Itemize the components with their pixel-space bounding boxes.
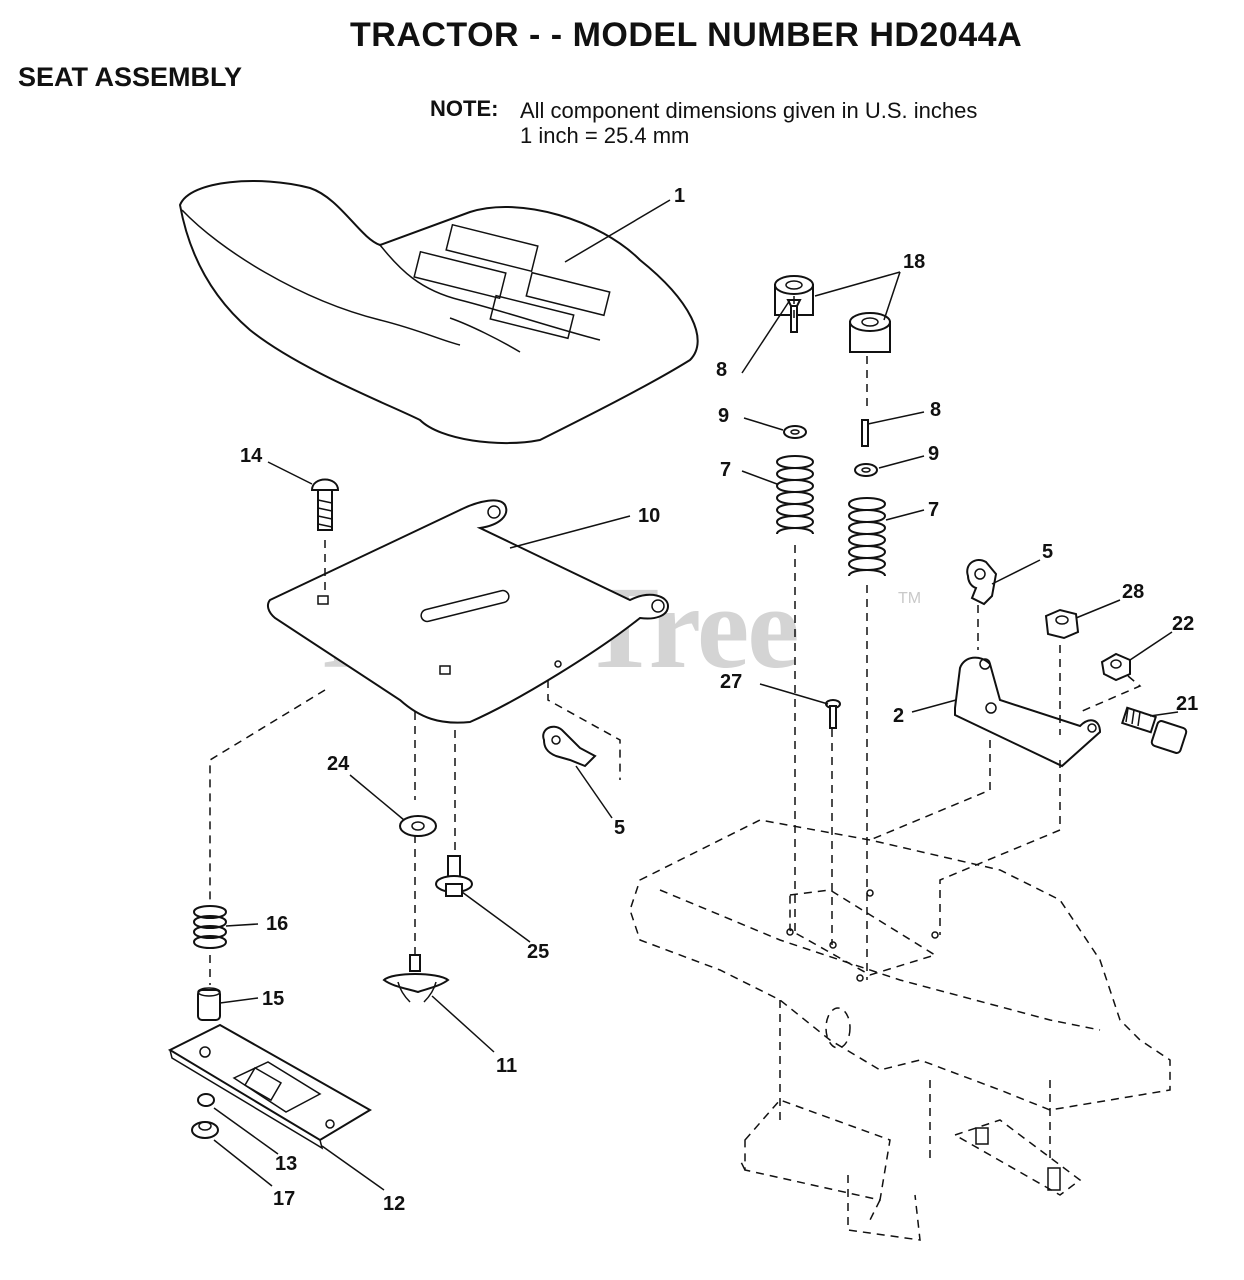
callout-17: 17 xyxy=(273,1188,295,1210)
callout-5-right: 5 xyxy=(1042,541,1053,563)
callout-14: 14 xyxy=(240,445,263,467)
part-nut[interactable] xyxy=(197,1093,215,1107)
part-knob[interactable] xyxy=(382,954,450,1003)
diagram-title: TRACTOR - - MODEL NUMBER HD2044A xyxy=(350,16,1023,54)
section-title: SEAT ASSEMBLY xyxy=(18,62,243,92)
callout-11: 11 xyxy=(496,1055,517,1077)
callout-1: 1 xyxy=(674,185,685,207)
part-spring-small[interactable] xyxy=(193,905,228,949)
part-seat[interactable] xyxy=(178,180,699,445)
callout-24: 24 xyxy=(327,753,350,775)
callout-5-left: 5 xyxy=(614,817,625,839)
note-text: All component dimensions given in U.S. i… xyxy=(520,98,978,123)
part-spring-left[interactable] xyxy=(776,455,815,535)
part-carriage-bolt[interactable] xyxy=(310,478,340,531)
part-shoulder-bolt-right[interactable] xyxy=(1121,706,1188,754)
part-bolt-right[interactable] xyxy=(861,419,869,447)
callout-7-left: 7 xyxy=(720,459,731,481)
note-conversion: 1 inch = 25.4 mm xyxy=(520,123,690,148)
callout-2: 2 xyxy=(893,705,904,727)
callout-18: 18 xyxy=(903,251,925,273)
part-locknut[interactable] xyxy=(191,1121,219,1139)
part-screw[interactable] xyxy=(825,699,841,729)
callout-15: 15 xyxy=(262,988,284,1010)
callout-28: 28 xyxy=(1122,581,1144,603)
callout-16: 16 xyxy=(266,913,288,935)
callout-13: 13 xyxy=(275,1153,297,1175)
note-label: NOTE: xyxy=(430,96,499,121)
part-shoulder-bolt[interactable] xyxy=(435,855,473,897)
callout-8-left: 8 xyxy=(716,359,727,381)
part-clip-left[interactable] xyxy=(542,725,597,768)
callout-12: 12 xyxy=(383,1193,405,1215)
callout-25: 25 xyxy=(527,941,549,963)
part-hex-nut[interactable] xyxy=(1044,608,1080,640)
part-bracket[interactable] xyxy=(954,656,1102,768)
callout-22: 22 xyxy=(1172,613,1194,635)
part-washer[interactable] xyxy=(399,815,437,837)
frame-bolt-left xyxy=(975,1127,989,1145)
part-spring-right[interactable] xyxy=(848,497,887,577)
part-locknut-right[interactable] xyxy=(1100,652,1131,682)
callout-8-right: 8 xyxy=(930,399,941,421)
callout-7-right: 7 xyxy=(928,499,939,521)
part-clip-right[interactable] xyxy=(966,558,998,606)
callout-27: 27 xyxy=(720,671,742,693)
callout-10: 10 xyxy=(638,505,660,527)
part-bolt-left[interactable] xyxy=(786,299,802,333)
watermark-trademark: TM xyxy=(898,590,922,607)
part-spacer[interactable] xyxy=(197,987,221,1021)
callout-9-right: 9 xyxy=(928,443,939,465)
tractor-frame-outline xyxy=(629,819,1171,1241)
callout-9-left: 9 xyxy=(718,405,729,427)
part-flat-washer-left[interactable] xyxy=(783,425,807,439)
frame-bolt-right xyxy=(1047,1167,1061,1191)
part-flat-washer-right[interactable] xyxy=(854,463,878,477)
part-bumper-right[interactable] xyxy=(849,312,891,353)
callout-21: 21 xyxy=(1176,693,1198,715)
part-mounting-plate[interactable] xyxy=(167,1023,372,1150)
part-seat-pan[interactable] xyxy=(266,499,670,724)
